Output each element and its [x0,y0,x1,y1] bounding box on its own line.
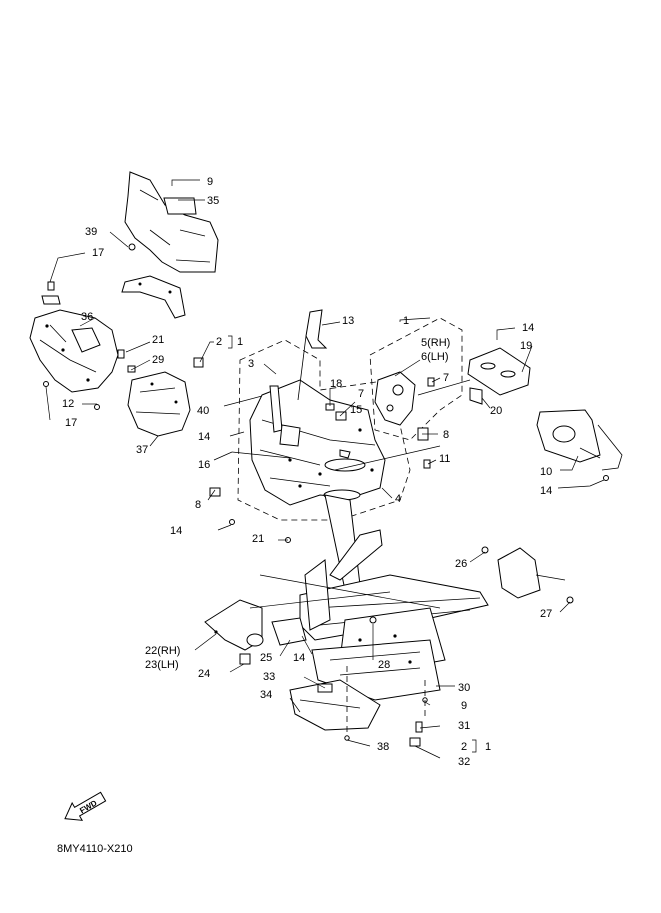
callout-label: 27 [540,608,552,620]
left-inner-guard [29,309,119,410]
callout-label: 7 [358,388,364,400]
callout-label: 24 [198,668,210,680]
callout-label: 14 [170,525,182,537]
callout-label: 30 [458,682,470,694]
diagram-code: 8MY4110-X210 [57,843,133,855]
callout-label: 18 [330,378,342,390]
callout-label: 9 [207,176,213,188]
callout-label: 8 [443,429,449,441]
callout-label: 14 [293,652,305,664]
callout-label: 33 [263,671,275,683]
callout-label: 31 [458,720,470,732]
part-13-post [297,309,328,401]
callout-label: 20 [490,405,502,417]
callout-labels: 9 35 39 17 36 21 2 1 13 1 14 19 5(RH) 6(… [62,176,552,768]
callout-label: 38 [377,741,389,753]
callout-label: 25 [260,652,272,664]
right-mount-26 [481,546,574,604]
plate-assembly-10 [536,409,623,481]
callout-label: 28 [378,659,390,671]
main-chassis-frame [299,494,489,701]
callout-label: 12 [62,398,74,410]
callout-label: 17 [65,417,77,429]
callout-label: 23(LH) [145,659,179,671]
callout-label: 40 [197,405,209,417]
callout-label: 34 [260,689,272,701]
callout-label: 22(RH) [145,645,180,657]
callout-label: 6(LH) [421,351,449,363]
callout-label: 10 [540,466,552,478]
callout-label: 5(RH) [421,337,450,349]
callout-label: 1 [403,315,409,327]
center-frame-assembly [209,339,411,543]
callout-label: 13 [342,315,354,327]
callout-label: 15 [350,404,362,416]
callout-label: 4 [395,493,401,505]
callout-label: 14 [540,485,552,497]
callout-label: 26 [455,558,467,570]
left-arm-22-23 [204,599,307,665]
callout-label: 14 [522,322,534,334]
lower-cover-37 [117,349,204,437]
small-fasteners [344,697,428,747]
callout-label: 9 [461,700,467,712]
callout-label: 1 [237,336,243,348]
callout-label: 3 [248,358,254,370]
callout-label: 21 [152,334,164,346]
callout-label: 2 [216,336,222,348]
callout-label: 11 [439,453,450,465]
callout-label: 14 [198,431,210,443]
callout-label: 2 [461,741,467,753]
callout-label: 36 [81,311,93,323]
callout-label: 35 [207,195,219,207]
group-brackets [228,317,477,753]
upper-left-cover-assembly [41,171,219,319]
callout-label: 16 [198,459,210,471]
leader-lines [45,179,605,759]
callout-label: 29 [152,354,164,366]
steering-bracket-assembly [325,317,531,469]
callout-label: 17 [92,247,104,259]
callout-label: 19 [520,340,532,352]
callout-label: 1 [485,741,491,753]
callout-label: 21 [252,533,264,545]
callout-label: 8 [195,499,201,511]
callout-label: 37 [136,444,148,456]
callout-label: 32 [458,756,470,768]
callout-label: 39 [85,226,97,238]
callout-label: 7 [443,372,449,384]
fwd-arrow-icon: FWD [64,791,107,821]
